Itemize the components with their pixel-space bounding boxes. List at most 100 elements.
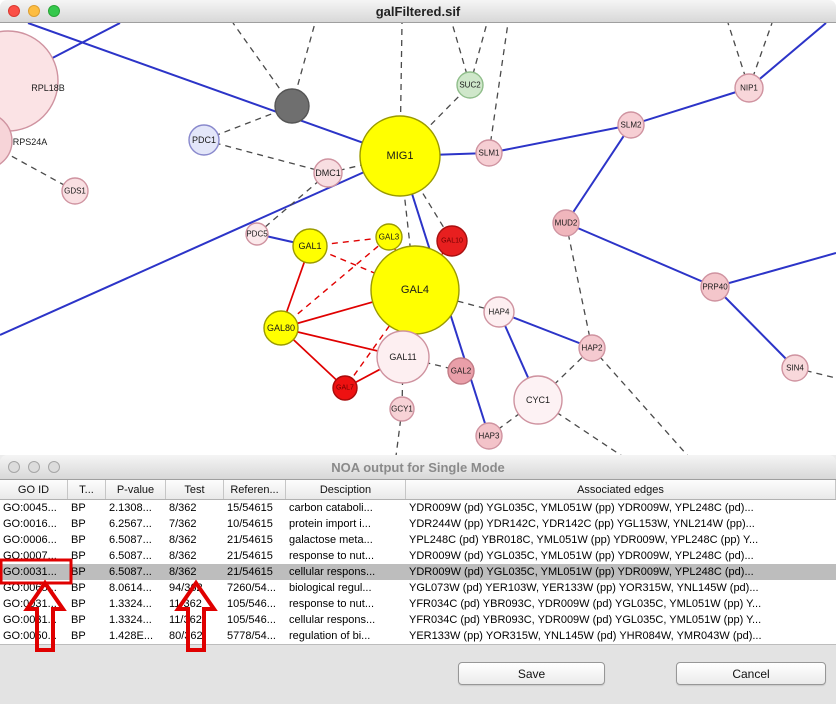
node-label-SLM1: SLM1 bbox=[479, 149, 500, 158]
node-SIN4[interactable] bbox=[781, 354, 809, 382]
edge-MUD2-HAP2[interactable] bbox=[565, 222, 593, 349]
node-PRP40[interactable] bbox=[700, 272, 730, 302]
edge-SLM1-v_t6[interactable] bbox=[488, 23, 509, 154]
node-label-CYC1: CYC1 bbox=[526, 395, 550, 405]
node-GAL1[interactable] bbox=[292, 228, 328, 264]
zoom-button[interactable] bbox=[48, 461, 60, 473]
minimize-button[interactable] bbox=[28, 461, 40, 473]
node-label-GAL4: GAL4 bbox=[401, 284, 429, 296]
node-PDC5[interactable] bbox=[245, 222, 269, 246]
node-GAL7[interactable] bbox=[332, 375, 358, 401]
edge-GAL4-GAL7[interactable] bbox=[344, 289, 416, 389]
minimize-button[interactable] bbox=[28, 5, 40, 17]
edge-SLM1-SLM2[interactable] bbox=[488, 124, 632, 154]
table-cell: 8/362 bbox=[169, 534, 197, 546]
node-label-GAL10: GAL10 bbox=[441, 238, 463, 245]
column-header[interactable]: Associated edges bbox=[406, 480, 836, 499]
edge-PRP40-v_r1[interactable] bbox=[714, 252, 836, 288]
edge-NIP1-v_tr1[interactable] bbox=[748, 23, 827, 89]
edge-PRP40-SIN4[interactable] bbox=[714, 286, 796, 369]
table-cell: biological regul... bbox=[289, 582, 372, 594]
zoom-button[interactable] bbox=[48, 5, 60, 17]
node-label-SUC2: SUC2 bbox=[459, 81, 481, 90]
node-GCY1[interactable] bbox=[389, 396, 415, 422]
close-button[interactable] bbox=[8, 461, 20, 473]
node-GAL10[interactable] bbox=[436, 225, 468, 257]
edge-MIG1-v_tl1[interactable] bbox=[27, 23, 401, 157]
edge-MUD2-PRP40[interactable] bbox=[565, 222, 716, 288]
node-DMC1[interactable] bbox=[313, 158, 343, 188]
edge-SIN4-v_r2[interactable] bbox=[794, 367, 836, 379]
node-NIP1[interactable] bbox=[734, 73, 764, 103]
table-cell: galactose meta... bbox=[289, 534, 373, 546]
close-button[interactable] bbox=[8, 5, 20, 17]
node-GAL80[interactable] bbox=[263, 310, 299, 346]
node-label-DMC1: DMC1 bbox=[315, 168, 341, 178]
edge-HAP4-HAP2[interactable] bbox=[498, 311, 593, 349]
noa-window-title: NOA output for Single Mode bbox=[331, 459, 505, 475]
table-cell: 21/54615 bbox=[227, 566, 273, 578]
table-cell: 6.5087... bbox=[109, 566, 152, 578]
node-RPL18B[interactable] bbox=[0, 30, 59, 132]
network-graph: RPL18BRPS24AGDS1PDC1DMC1MIG1SUC2SLM1SLM2… bbox=[0, 23, 836, 455]
table-cell: BP bbox=[71, 502, 86, 514]
node-PDC1[interactable] bbox=[188, 124, 220, 156]
save-button[interactable]: Save bbox=[458, 662, 605, 685]
table-cell: 1.428E... bbox=[109, 630, 154, 642]
table-cell: 105/546... bbox=[227, 614, 276, 626]
table-cell: GO:0006... bbox=[3, 534, 57, 546]
node-DARK[interactable] bbox=[274, 88, 310, 124]
table-cell: YDR009W (pd) YGL035C, YML051W (pp) YDR00… bbox=[409, 550, 754, 562]
node-MIG1[interactable] bbox=[359, 115, 441, 197]
graph-window-titlebar: galFiltered.sif bbox=[0, 0, 836, 23]
node-GAL3[interactable] bbox=[375, 223, 403, 251]
node-RPS24A[interactable] bbox=[0, 113, 13, 169]
node-SUC2[interactable] bbox=[456, 71, 484, 99]
column-header[interactable]: T... bbox=[68, 480, 106, 499]
table-cell: 21/54615 bbox=[227, 550, 273, 562]
table-cell: GO:0045... bbox=[3, 502, 57, 514]
node-CYC1[interactable] bbox=[513, 375, 563, 425]
edge-GAL1-GAL4[interactable] bbox=[309, 245, 416, 291]
node-MUD2[interactable] bbox=[552, 209, 580, 237]
column-header[interactable]: Referen... bbox=[224, 480, 286, 499]
table-cell: BP bbox=[71, 598, 86, 610]
node-SLM1[interactable] bbox=[475, 139, 503, 167]
node-HAP2[interactable] bbox=[578, 334, 606, 362]
node-label-PDC1: PDC1 bbox=[192, 135, 216, 145]
node-HAP4[interactable] bbox=[483, 296, 515, 328]
edge-GCY1-v_b3[interactable] bbox=[395, 408, 403, 455]
cancel-button[interactable]: Cancel bbox=[676, 662, 826, 685]
node-SLM2[interactable] bbox=[617, 111, 645, 139]
edge-DMC1-PDC5[interactable] bbox=[256, 172, 329, 235]
table-cell: YPL248C (pd) YBR018C, YML051W (pp) YDR00… bbox=[409, 534, 759, 546]
column-header[interactable]: GO ID bbox=[0, 480, 68, 499]
column-header[interactable]: Desciption bbox=[286, 480, 406, 499]
table-cell: 8/362 bbox=[169, 566, 197, 578]
edge-HAP2-v_b2[interactable] bbox=[591, 347, 688, 455]
column-header[interactable]: P-value bbox=[106, 480, 166, 499]
edge-PDC1-DMC1[interactable] bbox=[203, 139, 329, 174]
edge-SLM2-NIP1[interactable] bbox=[630, 87, 750, 126]
column-header[interactable]: Test bbox=[166, 480, 224, 499]
node-HAP3[interactable] bbox=[475, 422, 503, 450]
node-GAL2[interactable] bbox=[447, 357, 475, 385]
node-GDS1[interactable] bbox=[61, 177, 89, 205]
table-cell: YDR009W (pd) YGL035C, YML051W (pp) YDR00… bbox=[409, 566, 754, 578]
edge-GAL80-GAL3[interactable] bbox=[280, 236, 390, 329]
edge-MIG1-v_l1[interactable] bbox=[0, 155, 401, 336]
edge-SLM2-MUD2[interactable] bbox=[565, 124, 632, 224]
node-GAL11[interactable] bbox=[376, 330, 430, 384]
